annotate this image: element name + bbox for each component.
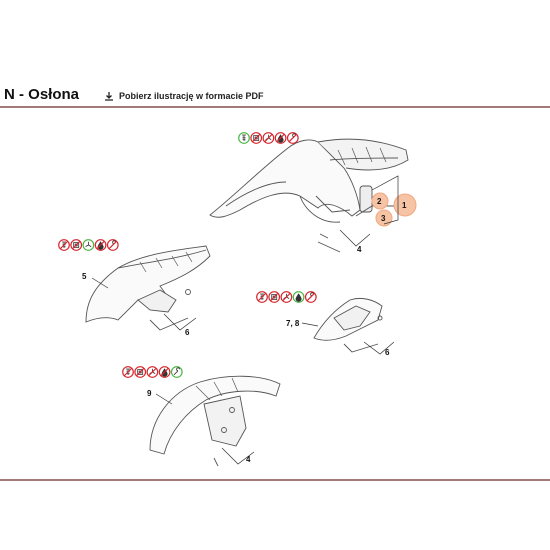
no-propeller-icon [146, 366, 159, 378]
no-oil-icon [94, 239, 107, 251]
download-icon [105, 92, 113, 101]
highlight-callouts-1-3 [371, 192, 417, 227]
no-bolt-icon [250, 132, 263, 144]
no-propeller-icon [280, 291, 293, 303]
callout-5[interactable]: 5 [82, 272, 87, 281]
no-oil-icon [274, 132, 287, 144]
callout-3[interactable]: 3 [381, 214, 386, 223]
no-screw-icon [238, 132, 250, 144]
tool-icon-rows [58, 132, 317, 378]
part-rear-fender[interactable] [209, 138, 409, 253]
leader-lines-group-2 [91, 277, 197, 331]
wrench-icon [170, 366, 183, 378]
part-bracket-7-8[interactable] [313, 297, 383, 353]
callout-6-right[interactable]: 6 [385, 348, 390, 357]
callout-2[interactable]: 2 [377, 197, 382, 206]
no-wrench-icon [106, 239, 119, 251]
no-screw-icon [58, 239, 70, 251]
no-bolt-icon [134, 366, 147, 378]
no-wrench-icon [304, 291, 317, 303]
no-bolt-icon [70, 239, 83, 251]
leader-lines-group-3 [301, 322, 395, 355]
no-propeller-icon [262, 132, 275, 144]
no-screw-icon [122, 366, 134, 378]
no-screw-icon [256, 291, 268, 303]
propeller-icon [82, 239, 95, 251]
no-oil-icon [158, 366, 171, 378]
leader-lines-group-4 [155, 393, 255, 465]
oil-icon [292, 291, 305, 303]
callout-4-bottom[interactable]: 4 [246, 455, 251, 464]
no-wrench-icon [286, 132, 299, 144]
callout-9[interactable]: 9 [147, 389, 152, 398]
callout-6-left[interactable]: 6 [185, 328, 190, 337]
page-title: N - Osłona [4, 86, 80, 103]
leader-lines-group-1 [339, 175, 399, 247]
callout-1[interactable]: 1 [402, 201, 407, 210]
callout-4-top[interactable]: 4 [357, 245, 362, 254]
download-pdf-link[interactable]: Pobierz ilustrację w formacie PDF [104, 91, 264, 101]
download-pdf-label: Pobierz ilustrację w formacie PDF [119, 91, 264, 101]
callout-7-8[interactable]: 7, 8 [286, 319, 300, 328]
no-bolt-icon [268, 291, 281, 303]
part-fender-5[interactable] [85, 245, 211, 331]
part-front-fender-9[interactable] [149, 375, 281, 467]
